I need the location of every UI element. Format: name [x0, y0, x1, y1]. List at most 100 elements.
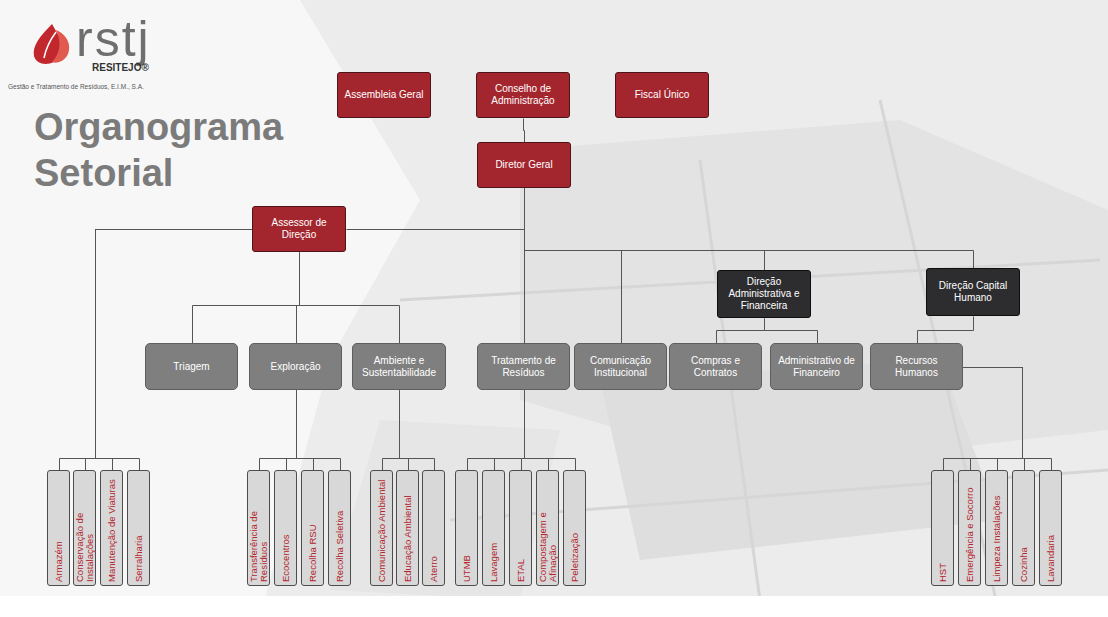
department-box: Administrativo de Financeiro	[770, 343, 863, 390]
unit-box: Peletização	[563, 470, 586, 586]
box-text: Serralharia	[134, 474, 144, 582]
org-connector	[96, 230, 253, 471]
box-text: Transferência de Resíduos	[249, 474, 269, 582]
org-connector	[96, 230, 253, 471]
box-text: Assessor de Direção	[257, 217, 341, 241]
unit-box: Armazém	[47, 470, 70, 586]
photo-terrain	[330, 420, 560, 600]
unit-box: Lavagem	[482, 470, 505, 586]
org-connector	[495, 391, 525, 471]
box-text: Armazém	[54, 474, 64, 582]
department-box: Exploração	[249, 343, 342, 390]
unit-box: Limpeza Instalações	[985, 470, 1008, 586]
unit-box: Conservação de Instalações	[73, 470, 96, 586]
org-connector	[297, 391, 341, 471]
org-connector	[918, 317, 974, 344]
unit-box: Comunicação Ambiental	[370, 470, 393, 586]
org-connector	[287, 391, 297, 471]
governance-box: Diretor Geral	[477, 142, 571, 188]
department-box: Compras e Contratos	[669, 343, 762, 390]
box-text: ETAL	[516, 474, 526, 582]
governance-box: Fiscal Único	[615, 72, 709, 118]
box-text: Comunicação Ambiental	[377, 474, 387, 582]
unit-box: Recolha Seletiva	[328, 470, 351, 586]
unit-box: UTMB	[455, 470, 478, 586]
photo-area	[260, 0, 1108, 617]
direction-box: Direção Administrativa e Financeira	[717, 270, 811, 318]
unit-box: Lavandaria	[1039, 470, 1062, 586]
box-text: Lavandaria	[1046, 474, 1056, 582]
box-text: Recolha RSU	[308, 474, 318, 582]
box-text: UTMB	[462, 474, 472, 582]
box-text: Conservação de Instalações	[75, 474, 95, 582]
box-text: Ecocentros	[281, 474, 291, 582]
org-connector	[193, 253, 300, 344]
bottom-band	[0, 596, 1108, 617]
unit-box: Transferência de Resíduos	[247, 470, 270, 586]
org-connector	[525, 391, 576, 471]
department-box: Triagem	[145, 343, 238, 390]
org-connector	[525, 189, 765, 271]
logo-tagline: Gestão e Tratamento de Resíduos, E.I.M.,…	[8, 83, 144, 91]
box-text: Lavagem	[489, 474, 499, 582]
governance-box: Assessor de Direção	[252, 206, 346, 252]
unit-box: Aterro	[422, 470, 445, 586]
direction-box: Direção Capital Humano	[926, 268, 1020, 316]
governance-box: Conselho de Administração	[476, 72, 570, 118]
org-connector	[60, 230, 253, 471]
box-text: Aterro	[429, 474, 439, 582]
org-connector	[525, 189, 974, 269]
unit-box: Serralharia	[127, 470, 150, 586]
box-text: Cozinha	[1019, 474, 1029, 582]
department-box: Ambiente e Sustentabilidade	[352, 343, 446, 390]
box-text: HST	[938, 474, 948, 582]
box-text: Comunicação Institucional	[579, 355, 662, 379]
unit-box: Ecocentros	[274, 470, 297, 586]
org-connector	[964, 368, 1023, 471]
org-connector	[400, 391, 435, 471]
photo-roads	[400, 100, 1108, 617]
org-connector	[525, 189, 622, 344]
box-text: Compras e Contratos	[674, 355, 757, 379]
box-text: Emergência e Socorro	[965, 474, 975, 582]
unit-box: Cozinha	[1012, 470, 1035, 586]
box-text: Fiscal Único	[635, 89, 689, 101]
org-connector	[347, 189, 525, 230]
box-text: Recursos Humanos	[875, 355, 958, 379]
unit-box: HST	[931, 470, 954, 586]
box-text: Diretor Geral	[495, 159, 552, 171]
department-box: Tratamento de Resíduos	[477, 343, 570, 390]
box-text: Exploração	[270, 361, 320, 373]
box-text: Tratamento de Resíduos	[482, 355, 565, 379]
logo-wordmark: rstj	[76, 12, 151, 66]
box-text: Ambiente e Sustentabilidade	[357, 355, 441, 379]
logo-brand: RESITEJO®	[92, 62, 149, 73]
logo-icon	[34, 24, 70, 64]
unit-box: ETAL	[509, 470, 532, 586]
org-connector	[964, 368, 1052, 471]
unit-box: Educação Ambiental	[396, 470, 419, 586]
org-connector	[300, 253, 400, 344]
governance-box: Assembleia Geral	[337, 72, 431, 118]
org-connector	[765, 319, 818, 344]
org-connector	[717, 319, 765, 344]
box-text: Direção Capital Humano	[931, 280, 1015, 304]
org-connector	[86, 230, 253, 471]
box-text: Peletização	[570, 474, 580, 582]
box-text: Limpeza Instalações	[992, 474, 1002, 582]
box-text: Triagem	[173, 361, 209, 373]
box-text: Direção Administrativa e Financeira	[722, 276, 806, 312]
org-connector	[964, 368, 1023, 471]
org-connector	[383, 391, 400, 471]
unit-box: Emergência e Socorro	[958, 470, 981, 586]
page-title: Organograma Setorial	[34, 104, 314, 196]
org-connector	[260, 391, 297, 471]
box-text: Recolha Seletiva	[335, 474, 345, 582]
org-connector	[524, 119, 525, 143]
department-box: Recursos Humanos	[870, 343, 963, 390]
unit-box: Manutenção de Viaturas	[100, 470, 123, 586]
box-text: Educação Ambiental	[403, 474, 413, 582]
department-box: Comunicação Institucional	[574, 343, 667, 390]
